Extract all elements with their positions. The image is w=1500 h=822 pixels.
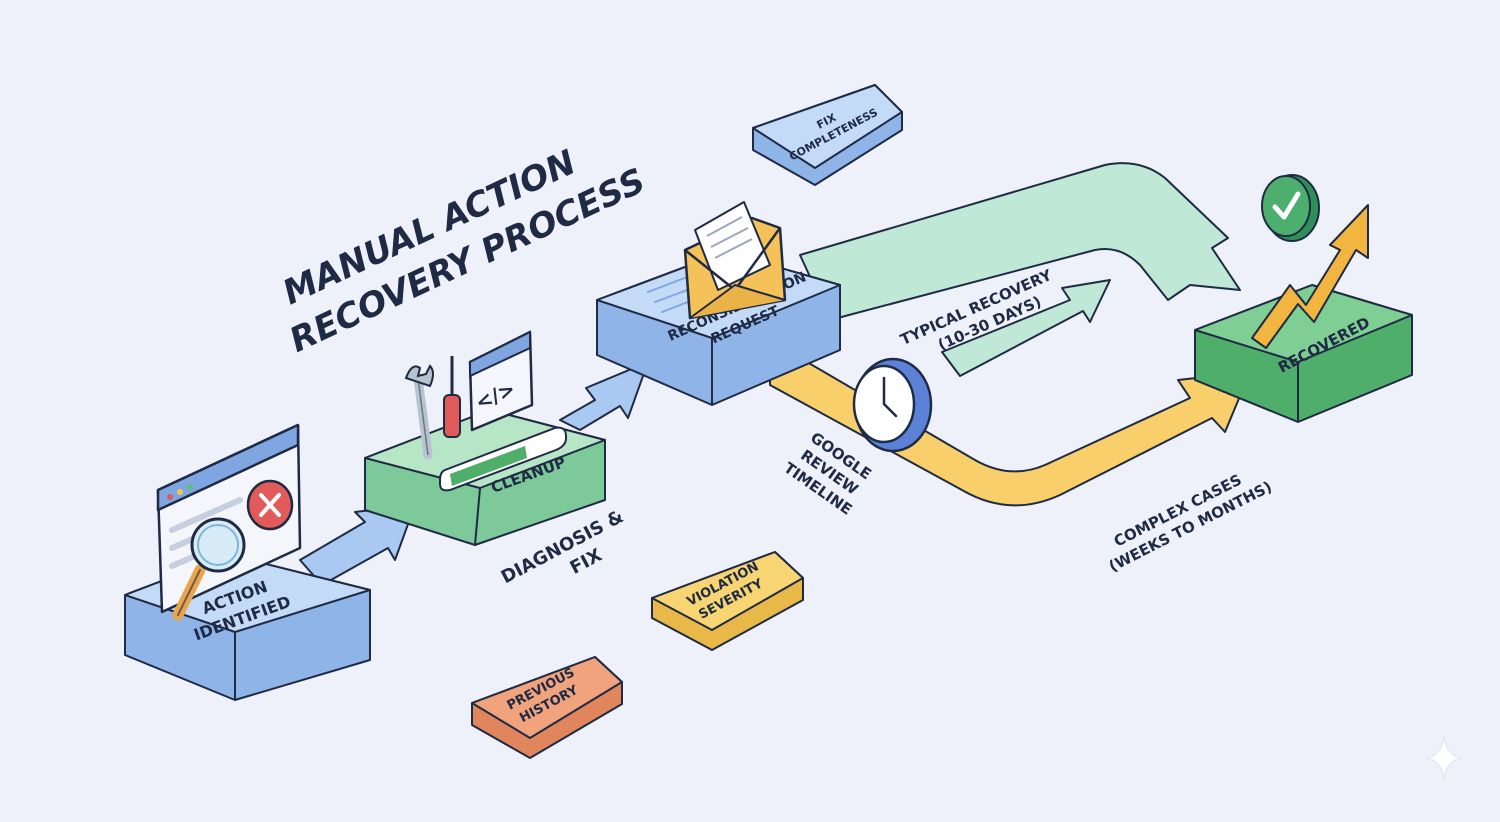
arrow-cleanup-to-reconsideration <box>559 361 649 431</box>
browser-error-icon <box>156 423 302 614</box>
arrow-identified-to-cleanup <box>299 504 416 586</box>
complex-cases-label: COMPLEX CASES (WEEKS TO MONTHS) <box>1106 471 1275 576</box>
factor-previous-history: PREVIOUS HISTORY <box>471 656 623 759</box>
diagram-title: MANUAL ACTION RECOVERY PROCESS <box>277 143 651 361</box>
typical-recovery-arrow <box>941 279 1111 377</box>
google-review-timeline-label: GOOGLE REVIEW TIMELINE <box>780 428 874 518</box>
clock-icon <box>852 357 933 453</box>
sparkle-icon <box>1425 735 1463 781</box>
magnifier-icon <box>172 517 246 621</box>
progress-bar-icon <box>439 426 567 492</box>
checkmark-badge-icon <box>1261 174 1320 242</box>
screwdriver-icon <box>443 356 461 438</box>
typical-recovery-path <box>799 162 1241 321</box>
growth-arrow-icon <box>1251 204 1369 349</box>
wrench-icon <box>404 364 434 460</box>
code-window-icon: </> <box>468 330 534 432</box>
factor-violation-severity: VIOLATION SEVERITY <box>651 551 804 651</box>
step-recovered: RECOVERED <box>1194 284 1413 423</box>
envelope-icon <box>683 201 787 320</box>
factor-fix-completeness: FIX COMPLETENESS <box>752 84 903 186</box>
